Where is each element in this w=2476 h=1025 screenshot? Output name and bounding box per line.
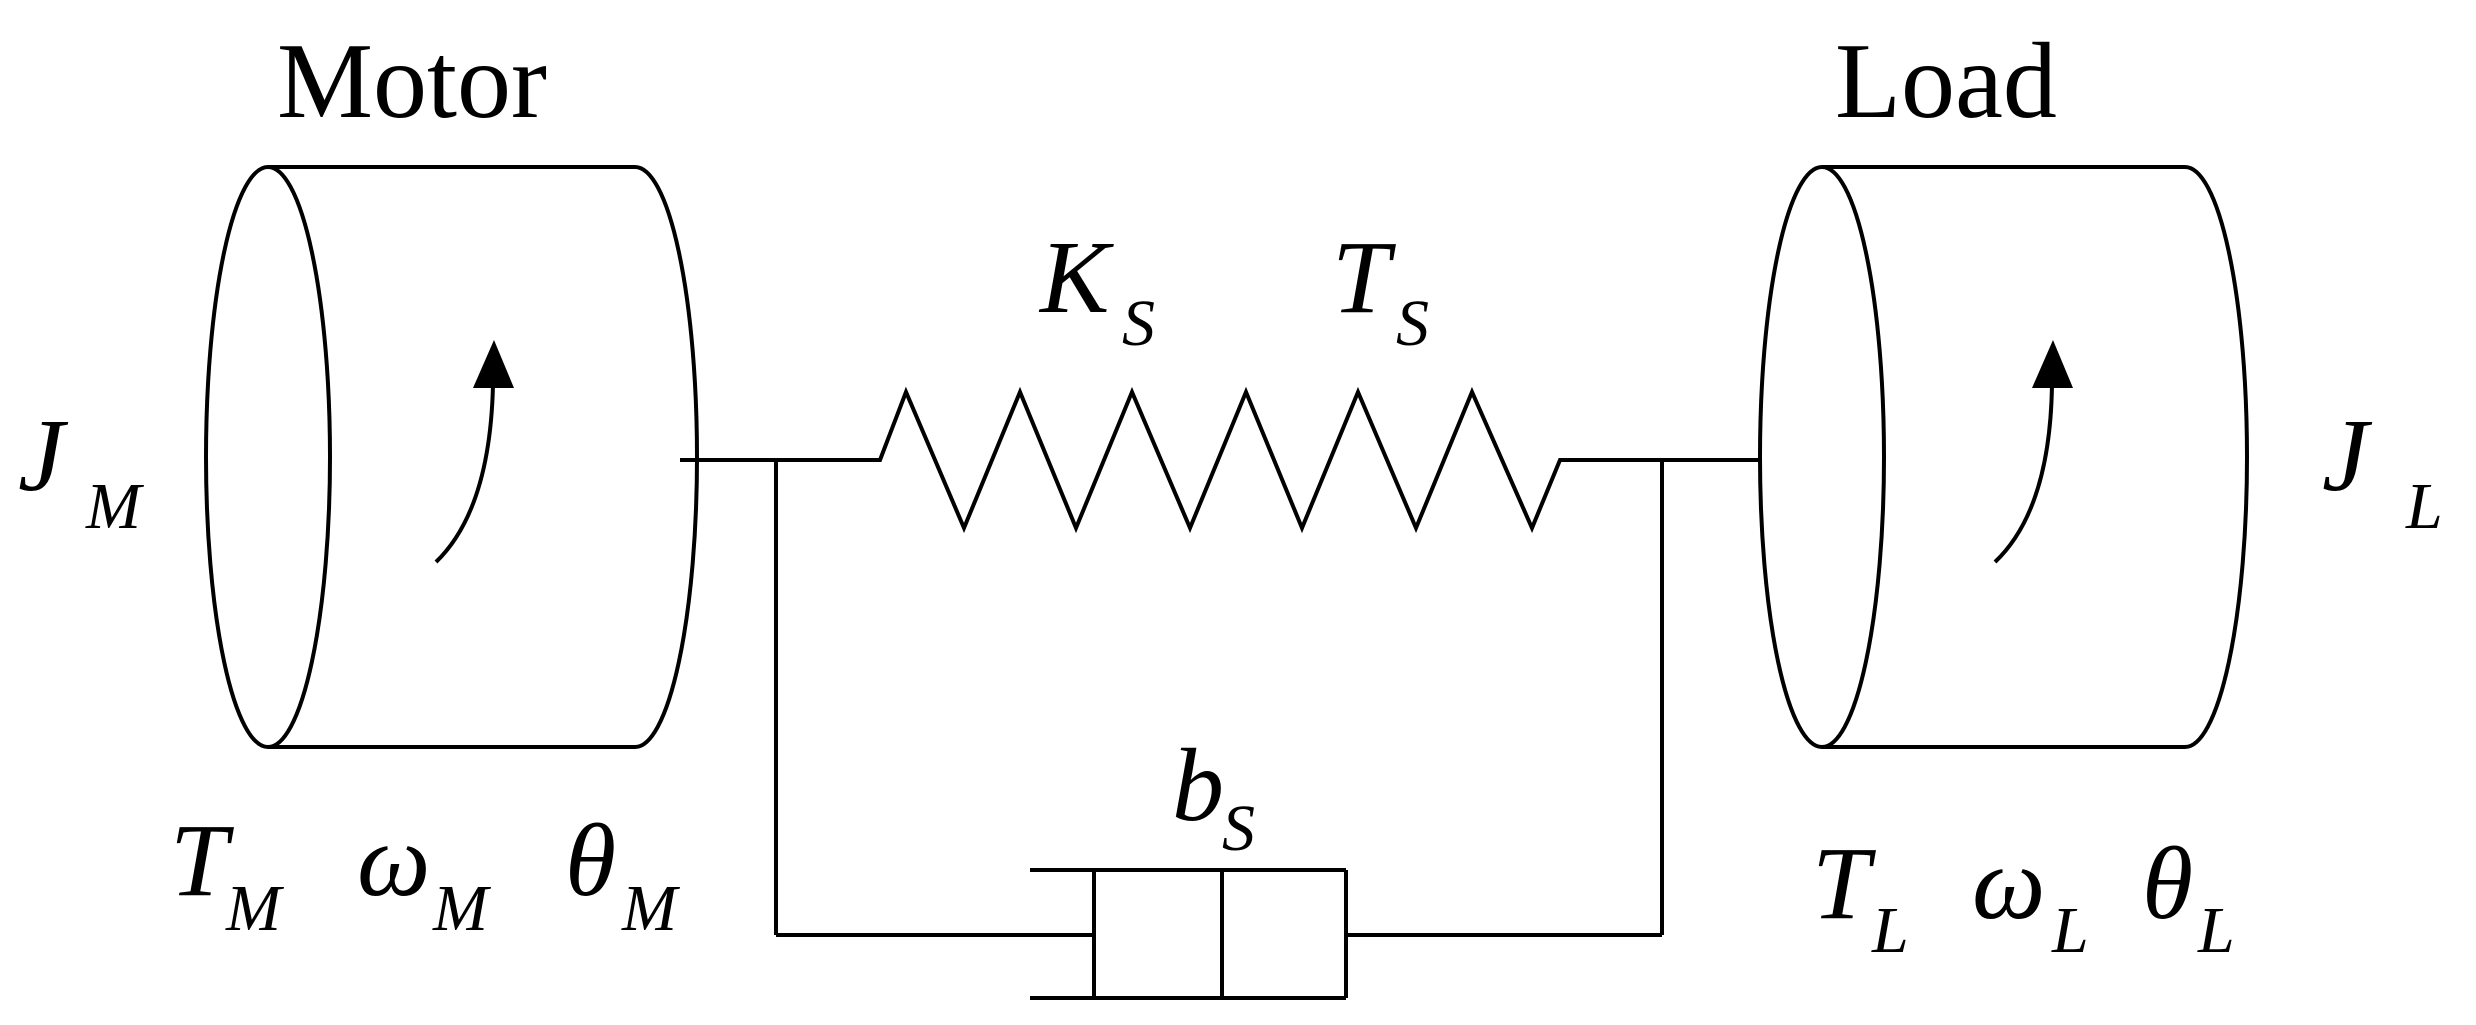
motor-speed-sub: M bbox=[432, 872, 492, 945]
motor-speed-label: ω M bbox=[357, 803, 492, 945]
load-torque-symbol: T bbox=[1812, 826, 1876, 941]
damper-coefficient-symbol: b bbox=[1172, 728, 1224, 843]
damper bbox=[1030, 868, 1348, 1000]
load-angle-label: θ L bbox=[2142, 826, 2235, 967]
load-inertia-sub: L bbox=[2405, 470, 2443, 543]
motor-cylinder bbox=[204, 165, 699, 749]
motor-angle-symbol: θ bbox=[565, 803, 616, 918]
spring-stiffness-sub: S bbox=[1122, 287, 1155, 360]
motor-inertia-symbol: J bbox=[18, 398, 69, 513]
load-cylinder bbox=[1758, 165, 2249, 749]
spring-stiffness-symbol: K bbox=[1038, 220, 1114, 335]
load-inertia-symbol: J bbox=[2322, 398, 2373, 513]
spring-torque-symbol: T bbox=[1332, 220, 1396, 335]
load-speed-label: ω L bbox=[1972, 826, 2089, 967]
motor-inertia-sub: M bbox=[85, 470, 145, 543]
motor-torque-sub: M bbox=[225, 872, 285, 945]
shaft-lines bbox=[680, 386, 1762, 937]
motor-inertia-label: J M bbox=[18, 398, 145, 543]
load-speed-symbol: ω bbox=[1972, 826, 2045, 941]
load-speed-sub: L bbox=[2051, 894, 2089, 967]
motor-angle-sub: M bbox=[621, 872, 681, 945]
load-torque-sub: L bbox=[1871, 894, 1909, 967]
load-angle-sub: L bbox=[2197, 894, 2235, 967]
damper-coefficient-label: b S bbox=[1172, 728, 1255, 865]
motor-torque-symbol: T bbox=[170, 803, 234, 918]
motor-angle-label: θ M bbox=[565, 803, 681, 945]
motor-title: Motor bbox=[277, 22, 547, 141]
load-angle-symbol: θ bbox=[2142, 826, 2193, 941]
spring-torque-sub: S bbox=[1396, 287, 1429, 360]
spring-stiffness-label: K S bbox=[1038, 220, 1155, 360]
damper-coefficient-sub: S bbox=[1222, 792, 1255, 865]
load-rotation-arrow bbox=[1993, 340, 2073, 564]
motor-rotation-arrow bbox=[434, 340, 514, 564]
spring-torque-label: T S bbox=[1332, 220, 1429, 360]
load-torque-label: T L bbox=[1812, 826, 1909, 967]
load-title: Load bbox=[1835, 22, 2057, 141]
motor-speed-symbol: ω bbox=[357, 803, 430, 918]
motor-torque-label: T M bbox=[170, 803, 285, 945]
load-inertia-label: J L bbox=[2322, 398, 2443, 543]
